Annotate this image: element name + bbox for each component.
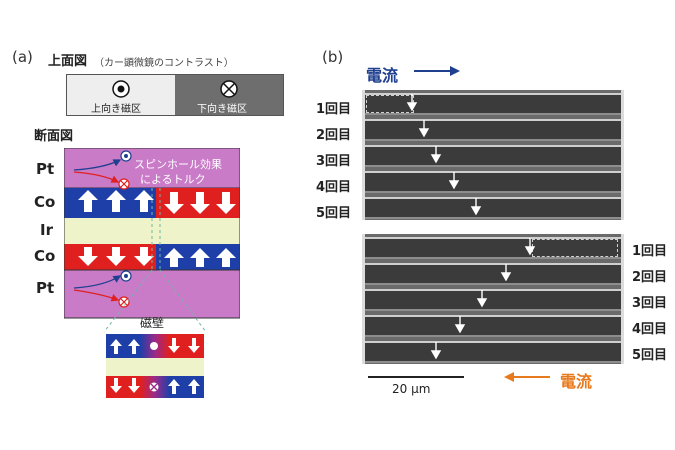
kerr-strip-bottom-4 bbox=[362, 315, 624, 337]
cross-in-circle-icon bbox=[220, 80, 238, 98]
trial-label-bottom-1: 1回目 bbox=[632, 244, 668, 259]
layer-label-ir: Ir bbox=[40, 221, 53, 239]
contrast-symbols bbox=[112, 80, 238, 98]
layer-label-co-bottom: Co bbox=[34, 247, 56, 265]
trial-label-bottom-5: 5回目 bbox=[632, 348, 668, 363]
up-domain-label: 上向き磁区 bbox=[91, 104, 141, 115]
magnetization-arrows-top bbox=[78, 190, 236, 214]
layer-label-co-top: Co bbox=[34, 193, 56, 211]
kerr-strip-bottom-2 bbox=[362, 263, 624, 285]
domain-wall-markers-top bbox=[406, 94, 482, 216]
domain-wall-markers-bottom bbox=[430, 238, 536, 360]
spin-hall-label-1: スピンホール効果 bbox=[134, 158, 222, 171]
spin-hall-label-2: によるトルク bbox=[140, 173, 206, 186]
top-view-title: 上面図 bbox=[48, 54, 88, 69]
scale-bar-label: 20 μm bbox=[392, 382, 431, 396]
down-domain-label: 下向き磁区 bbox=[197, 104, 247, 115]
layer-label-pt-top: Pt bbox=[36, 160, 55, 178]
kerr-strip-bottom-5 bbox=[362, 341, 624, 363]
kerr-strip-bottom-3 bbox=[362, 289, 624, 311]
current-label-top: 電流 bbox=[366, 66, 399, 85]
kerr-strip-top-5 bbox=[362, 197, 624, 219]
kerr-image-top bbox=[362, 90, 624, 220]
kerr-contrast-legend: 上向き磁区 下向き磁区 bbox=[66, 74, 284, 116]
trial-label-bottom-3: 3回目 bbox=[632, 296, 668, 311]
trial-label-top-4: 4回目 bbox=[316, 180, 352, 195]
trial-label-top-5: 5回目 bbox=[316, 206, 352, 221]
trial-label-top-2: 2回目 bbox=[316, 128, 352, 143]
trial-label-bottom-2: 2回目 bbox=[632, 270, 668, 285]
scale-bar bbox=[368, 376, 464, 378]
current-arrow-left-icon bbox=[504, 372, 550, 382]
kerr-strip-top-1 bbox=[362, 93, 624, 115]
layer-label-pt-bottom: Pt bbox=[36, 279, 55, 297]
trial-label-bottom-4: 4回目 bbox=[632, 322, 668, 337]
domain-wall-zoom bbox=[106, 334, 204, 398]
trial-label-top-1: 1回目 bbox=[316, 102, 352, 117]
kerr-image-bottom bbox=[362, 234, 624, 364]
panel-b-label: (b) bbox=[322, 48, 344, 66]
domain-wall-label: 磁壁 bbox=[140, 316, 165, 330]
kerr-strip-top-2 bbox=[362, 119, 624, 141]
current-label-bottom: 電流 bbox=[560, 372, 593, 391]
magnetization-arrows-bottom bbox=[78, 247, 236, 267]
kerr-strip-top-4 bbox=[362, 171, 624, 193]
cross-section-stack bbox=[64, 148, 240, 319]
top-view-subtitle: （カー顕微鏡のコントラスト） bbox=[94, 58, 234, 69]
trial-label-top-3: 3回目 bbox=[316, 154, 352, 169]
panel-a-label: (a) bbox=[12, 48, 33, 66]
zoom-guide-lines bbox=[103, 269, 207, 333]
cross-section-title: 断面図 bbox=[34, 129, 74, 144]
kerr-strip-top-3 bbox=[362, 145, 624, 167]
dot-in-circle-icon bbox=[112, 80, 130, 98]
kerr-strip-bottom-1 bbox=[362, 237, 624, 259]
current-arrow-right-icon bbox=[414, 66, 460, 76]
